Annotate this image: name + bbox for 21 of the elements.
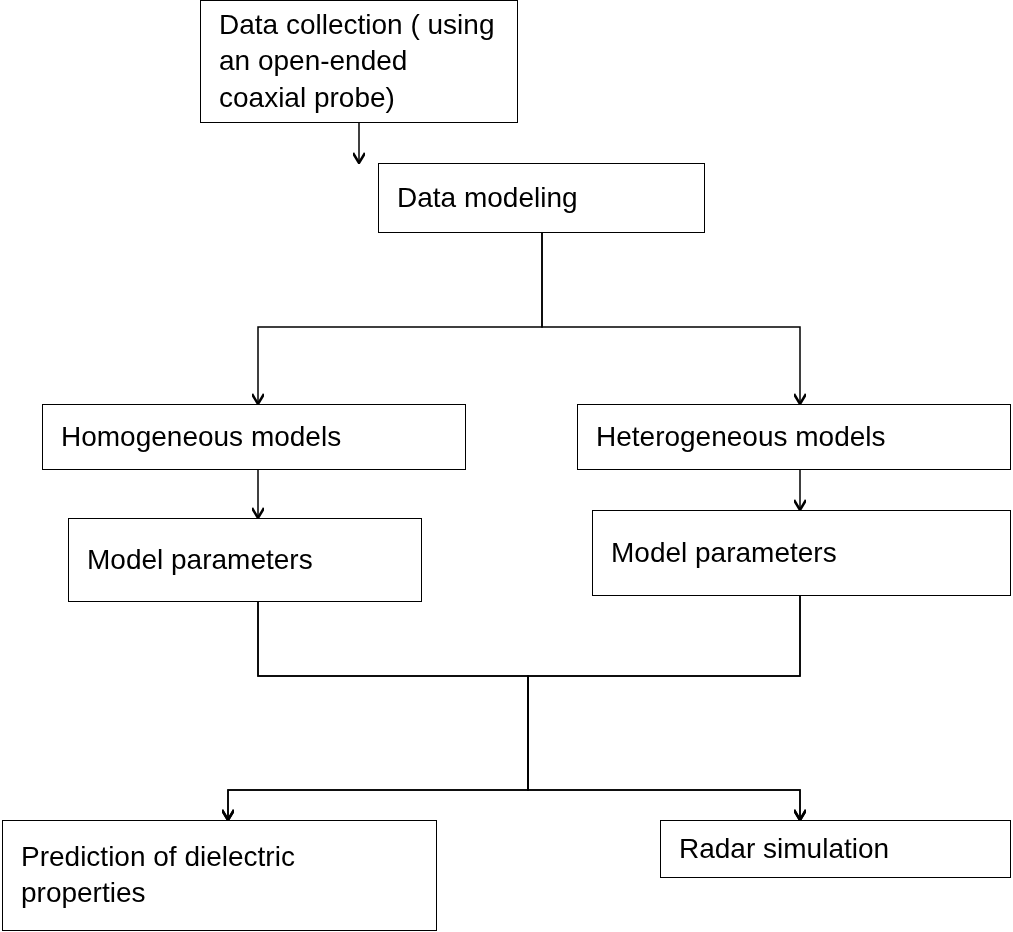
arrow	[250, 469, 266, 520]
box-label: Homogeneous models	[61, 419, 342, 454]
box-label: Data collection ( using an open-ended coaxial probe)	[219, 7, 496, 115]
box-label: Heterogeneous models	[596, 419, 886, 454]
box-label: Model parameters	[87, 542, 313, 577]
arrow	[351, 122, 367, 165]
arrow	[541, 232, 808, 406]
process-box	[2, 820, 437, 931]
process-box	[660, 820, 1011, 878]
process-box	[378, 163, 705, 233]
box-label: Radar simulation	[679, 831, 890, 866]
arrow	[527, 595, 808, 822]
process-box	[42, 404, 466, 470]
box-label: Data modeling	[397, 180, 578, 215]
box-label: Prediction of dielectric properties	[21, 840, 296, 911]
process-box	[577, 404, 1011, 470]
process-box	[592, 510, 1011, 596]
arrow	[792, 469, 808, 512]
box-label: Model parameters	[611, 535, 837, 570]
process-box	[200, 0, 518, 123]
process-box	[68, 518, 422, 602]
